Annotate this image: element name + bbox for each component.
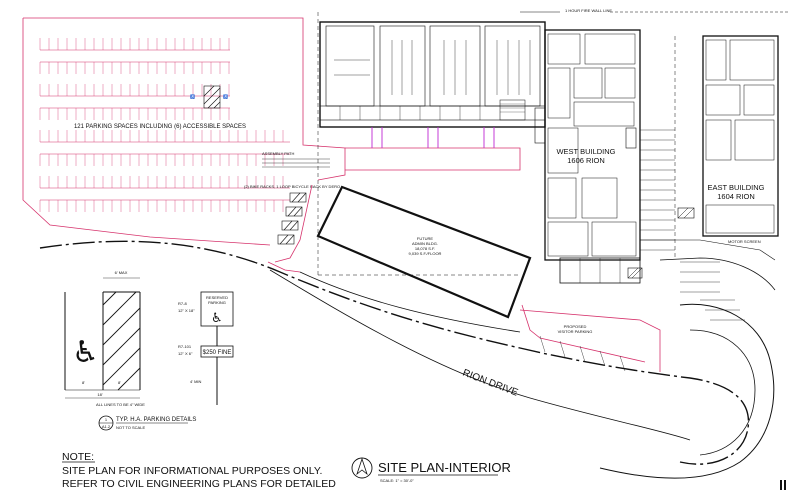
accessible-space-symbol: ♿ <box>190 94 195 99</box>
dimension-bottom: 18' <box>97 392 102 397</box>
sign2-text: $250 FINE <box>203 350 232 356</box>
sign1-line1: RESERVED <box>206 295 228 300</box>
note-line2: REFER TO CIVIL ENGINEERING PLANS FOR DET… <box>62 478 336 490</box>
dimension-left: 8' <box>82 380 85 385</box>
sign-wheelchair-icon: ♿ <box>211 311 223 326</box>
future-building-line1: FUTURE <box>417 236 434 241</box>
future-building-line2: ADMIN BLDG. <box>412 241 438 246</box>
future-building-line3: 18,078 S.F. <box>415 246 435 251</box>
accessible-space-symbol-2: ♿ <box>223 94 228 99</box>
sign2-code: R7-101 <box>178 344 192 349</box>
general-notes: NOTE: SITE PLAN FOR INFORMATIONAL PURPOS… <box>62 451 336 490</box>
lines-note: ALL LINES TO BE 4" WIDE <box>96 402 145 407</box>
bike-rack-note: (2) BIKE RACKS, 1 LOOP BICYCLE RACK BY D… <box>244 184 340 189</box>
caption-scale: NOT TO SCALE <box>116 425 145 430</box>
sign2-size: 12" X 6" <box>178 351 193 356</box>
east-building-name: EAST BUILDING <box>708 183 765 192</box>
east-building-address: 1604 RION <box>717 192 755 201</box>
sign1-line2: PARKING <box>208 300 226 305</box>
main-building-block: 1 HOUR FIRE WALL LINE <box>317 8 788 284</box>
assembly-path-note: ASSEMBLY PATH <box>262 151 294 156</box>
post-height: 4' MIN <box>190 379 202 384</box>
fire-wall-label: 1 HOUR FIRE WALL LINE <box>565 8 612 13</box>
wheelchair-icon: ♿ <box>72 335 99 370</box>
assembly-notes: ASSEMBLY PATH (2) BIKE RACKS, 1 LOOP BIC… <box>244 151 340 273</box>
dimension-top: 6' MAX <box>115 270 128 275</box>
caption-sheet: A1.2 <box>102 424 111 429</box>
caption-number: 1 <box>105 417 108 422</box>
note-heading: NOTE: <box>62 451 94 463</box>
rion-drive: RION DRIVE PROPOSED VISITOR PARKING <box>39 240 776 479</box>
note-line1: SITE PLAN FOR INFORMATIONAL PURPOSES ONL… <box>62 465 322 477</box>
future-admin-building: FUTURE ADMIN BLDG. 18,078 S.F. 9,039 S.F… <box>316 185 532 319</box>
west-building-address: 1606 RION <box>567 156 605 165</box>
future-building-line4: 9,039 S.F./FLOOR <box>409 251 442 256</box>
sign1-size: 12" X 18" <box>178 308 195 313</box>
north-arrow-icon <box>351 457 373 479</box>
caption-title: TYP. H.A. PARKING DETAILS <box>116 417 196 423</box>
east-building: EAST BUILDING 1604 RION MOTOR SCREEN <box>640 35 779 261</box>
accessible-parking-detail: ♿ 6' MAX 8' 8' 18' ALL LINES TO BE 4" WI… <box>64 270 234 431</box>
sheet-scale: SCALE: 1" = 30'-0" <box>380 478 414 483</box>
west-building-name: WEST BUILDING <box>556 147 615 156</box>
sheet-title: SITE PLAN-INTERIOR <box>378 460 511 475</box>
visitor-parking-line1: PROPOSED <box>564 324 587 329</box>
title-block: SITE PLAN-INTERIOR SCALE: 1" = 30'-0" <box>351 457 786 490</box>
dimension-right: 8' <box>118 380 121 385</box>
motor-screen-label: MOTOR SCREEN <box>728 239 761 244</box>
visitor-parking-line2: VISITOR PARKING <box>558 329 593 334</box>
sign1-code: R7-8 <box>178 301 187 306</box>
west-parking-lot: ♿ ♿ 121 PARKING SPACES INCLUDING (6) ACC… <box>22 17 521 246</box>
parking-summary-label: 121 PARKING SPACES INCLUDING (6) ACCESSI… <box>74 124 246 130</box>
street-label: RION DRIVE <box>461 368 520 399</box>
